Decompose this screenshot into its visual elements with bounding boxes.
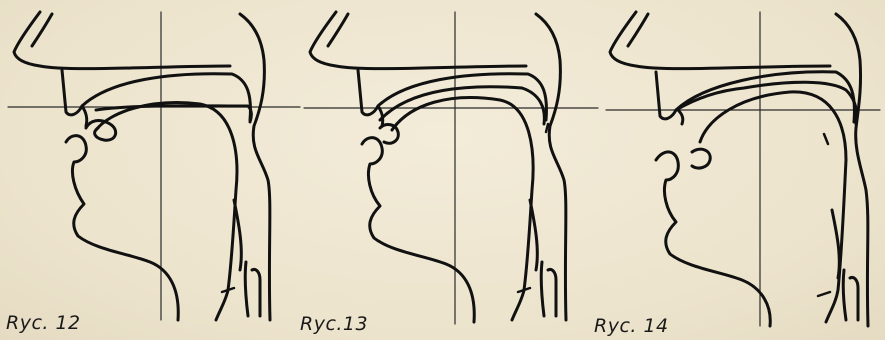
hard-palate [62, 70, 250, 120]
tongue-body [392, 98, 533, 320]
larynx [832, 210, 858, 320]
upper-teeth [378, 106, 383, 126]
chin [656, 152, 770, 326]
pharynx-mark [824, 134, 828, 144]
velum-mark [546, 124, 548, 132]
figure-12 [8, 12, 300, 320]
larynx [234, 200, 260, 316]
figure-13 [304, 12, 598, 324]
figure-caption: Ryc. 14 [594, 315, 669, 337]
figure-14 [606, 12, 880, 326]
velum [836, 14, 868, 326]
tongue-tip [692, 149, 710, 168]
tongue-body [700, 92, 846, 322]
upper-teeth [678, 110, 683, 124]
tongue-body [96, 103, 237, 320]
nasal-outline [310, 12, 526, 69]
larynx [530, 200, 556, 316]
nasal-outline [14, 12, 230, 69]
palate-lower [676, 82, 857, 124]
chin [362, 138, 474, 322]
figure-caption: Ryc.13 [300, 313, 368, 335]
upper-teeth [82, 106, 87, 126]
larynx-mark [818, 292, 830, 296]
figure-caption: Ryc. 12 [6, 312, 81, 334]
